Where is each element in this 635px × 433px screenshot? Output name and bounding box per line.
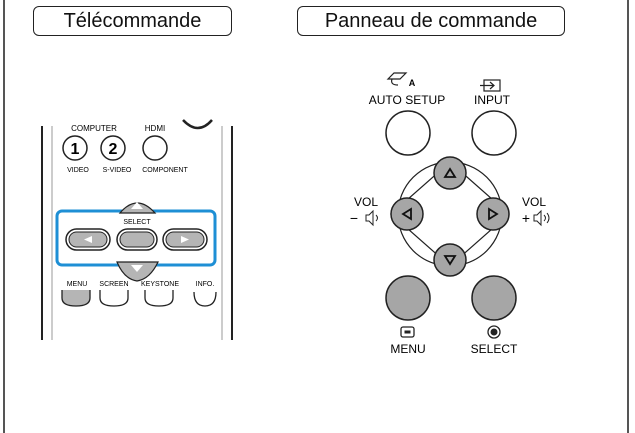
select-button[interactable] xyxy=(471,275,517,321)
remote-button-hdmi[interactable] xyxy=(142,135,168,161)
vol-right-label: VOL xyxy=(522,195,546,209)
frame-border-right xyxy=(627,0,629,433)
remote-left-button[interactable] xyxy=(65,228,111,251)
panel-left-button[interactable] xyxy=(390,197,424,231)
select-icon xyxy=(487,325,501,339)
remote-label-info: INFO. xyxy=(196,281,215,288)
input-icon xyxy=(480,79,501,92)
frame-border-left xyxy=(3,0,5,433)
vol-plus-sign: + xyxy=(522,210,530,226)
remote-label-hdmi: HDMI xyxy=(145,124,165,133)
remote-illustration: COMPUTER HDMI 1 2 VIDEO S-VIDEO COMPONEN… xyxy=(41,119,233,340)
remote-label-svideo: S-VIDEO xyxy=(103,167,132,174)
remote-key-1: 1 xyxy=(71,141,80,158)
remote-keystone-button[interactable] xyxy=(144,290,174,307)
menu-label: MENU xyxy=(390,342,425,356)
remote-label-keystone: KEYSTONE xyxy=(141,281,179,288)
remote-key-2: 2 xyxy=(109,141,118,158)
panel-down-button[interactable] xyxy=(433,243,467,277)
remote-label-select: SELECT xyxy=(123,219,151,226)
input-button[interactable] xyxy=(471,110,517,156)
auto-setup-label: AUTO SETUP xyxy=(369,93,445,107)
tab-remote-label: Télécommande xyxy=(33,6,232,36)
remote-body-inner-edge xyxy=(51,126,223,340)
input-label: INPUT xyxy=(474,93,511,107)
speaker-low-icon xyxy=(365,209,378,227)
auto-setup-button[interactable] xyxy=(385,110,431,156)
vol-minus-sign: − xyxy=(350,210,358,226)
remote-label-computer: COMPUTER xyxy=(71,124,117,133)
panel-right-button[interactable] xyxy=(476,197,510,231)
remote-menu-button[interactable] xyxy=(61,290,91,307)
remote-button-computer-2[interactable]: 2 xyxy=(100,135,126,161)
select-label: SELECT xyxy=(471,342,518,356)
panel-up-button[interactable] xyxy=(433,156,467,190)
control-panel-illustration: A AUTO SETUP INPUT xyxy=(350,72,550,356)
remote-partial-button xyxy=(182,119,213,130)
remote-screen-button[interactable] xyxy=(99,290,129,307)
remote-label-screen: SCREEN xyxy=(99,281,128,288)
remote-button-computer-1[interactable]: 1 xyxy=(62,135,88,161)
remote-right-button[interactable] xyxy=(162,228,208,251)
menu-icon xyxy=(400,326,415,338)
menu-button[interactable] xyxy=(385,275,431,321)
auto-setup-icon-letter: A xyxy=(409,78,416,88)
remote-label-menu: MENU xyxy=(67,281,88,288)
remote-info-button[interactable] xyxy=(193,291,217,307)
remote-up-button[interactable] xyxy=(118,202,157,214)
remote-label-video: VIDEO xyxy=(67,167,89,174)
vol-left-label: VOL xyxy=(354,195,378,209)
remote-label-component: COMPONENT xyxy=(142,167,188,174)
remote-select-button[interactable] xyxy=(116,228,158,251)
tab-panel-label: Panneau de commande xyxy=(297,6,565,36)
remote-body-edge xyxy=(41,126,233,340)
auto-setup-icon: A xyxy=(386,72,416,88)
speaker-high-icon xyxy=(533,209,550,227)
remote-down-button[interactable] xyxy=(116,261,159,282)
